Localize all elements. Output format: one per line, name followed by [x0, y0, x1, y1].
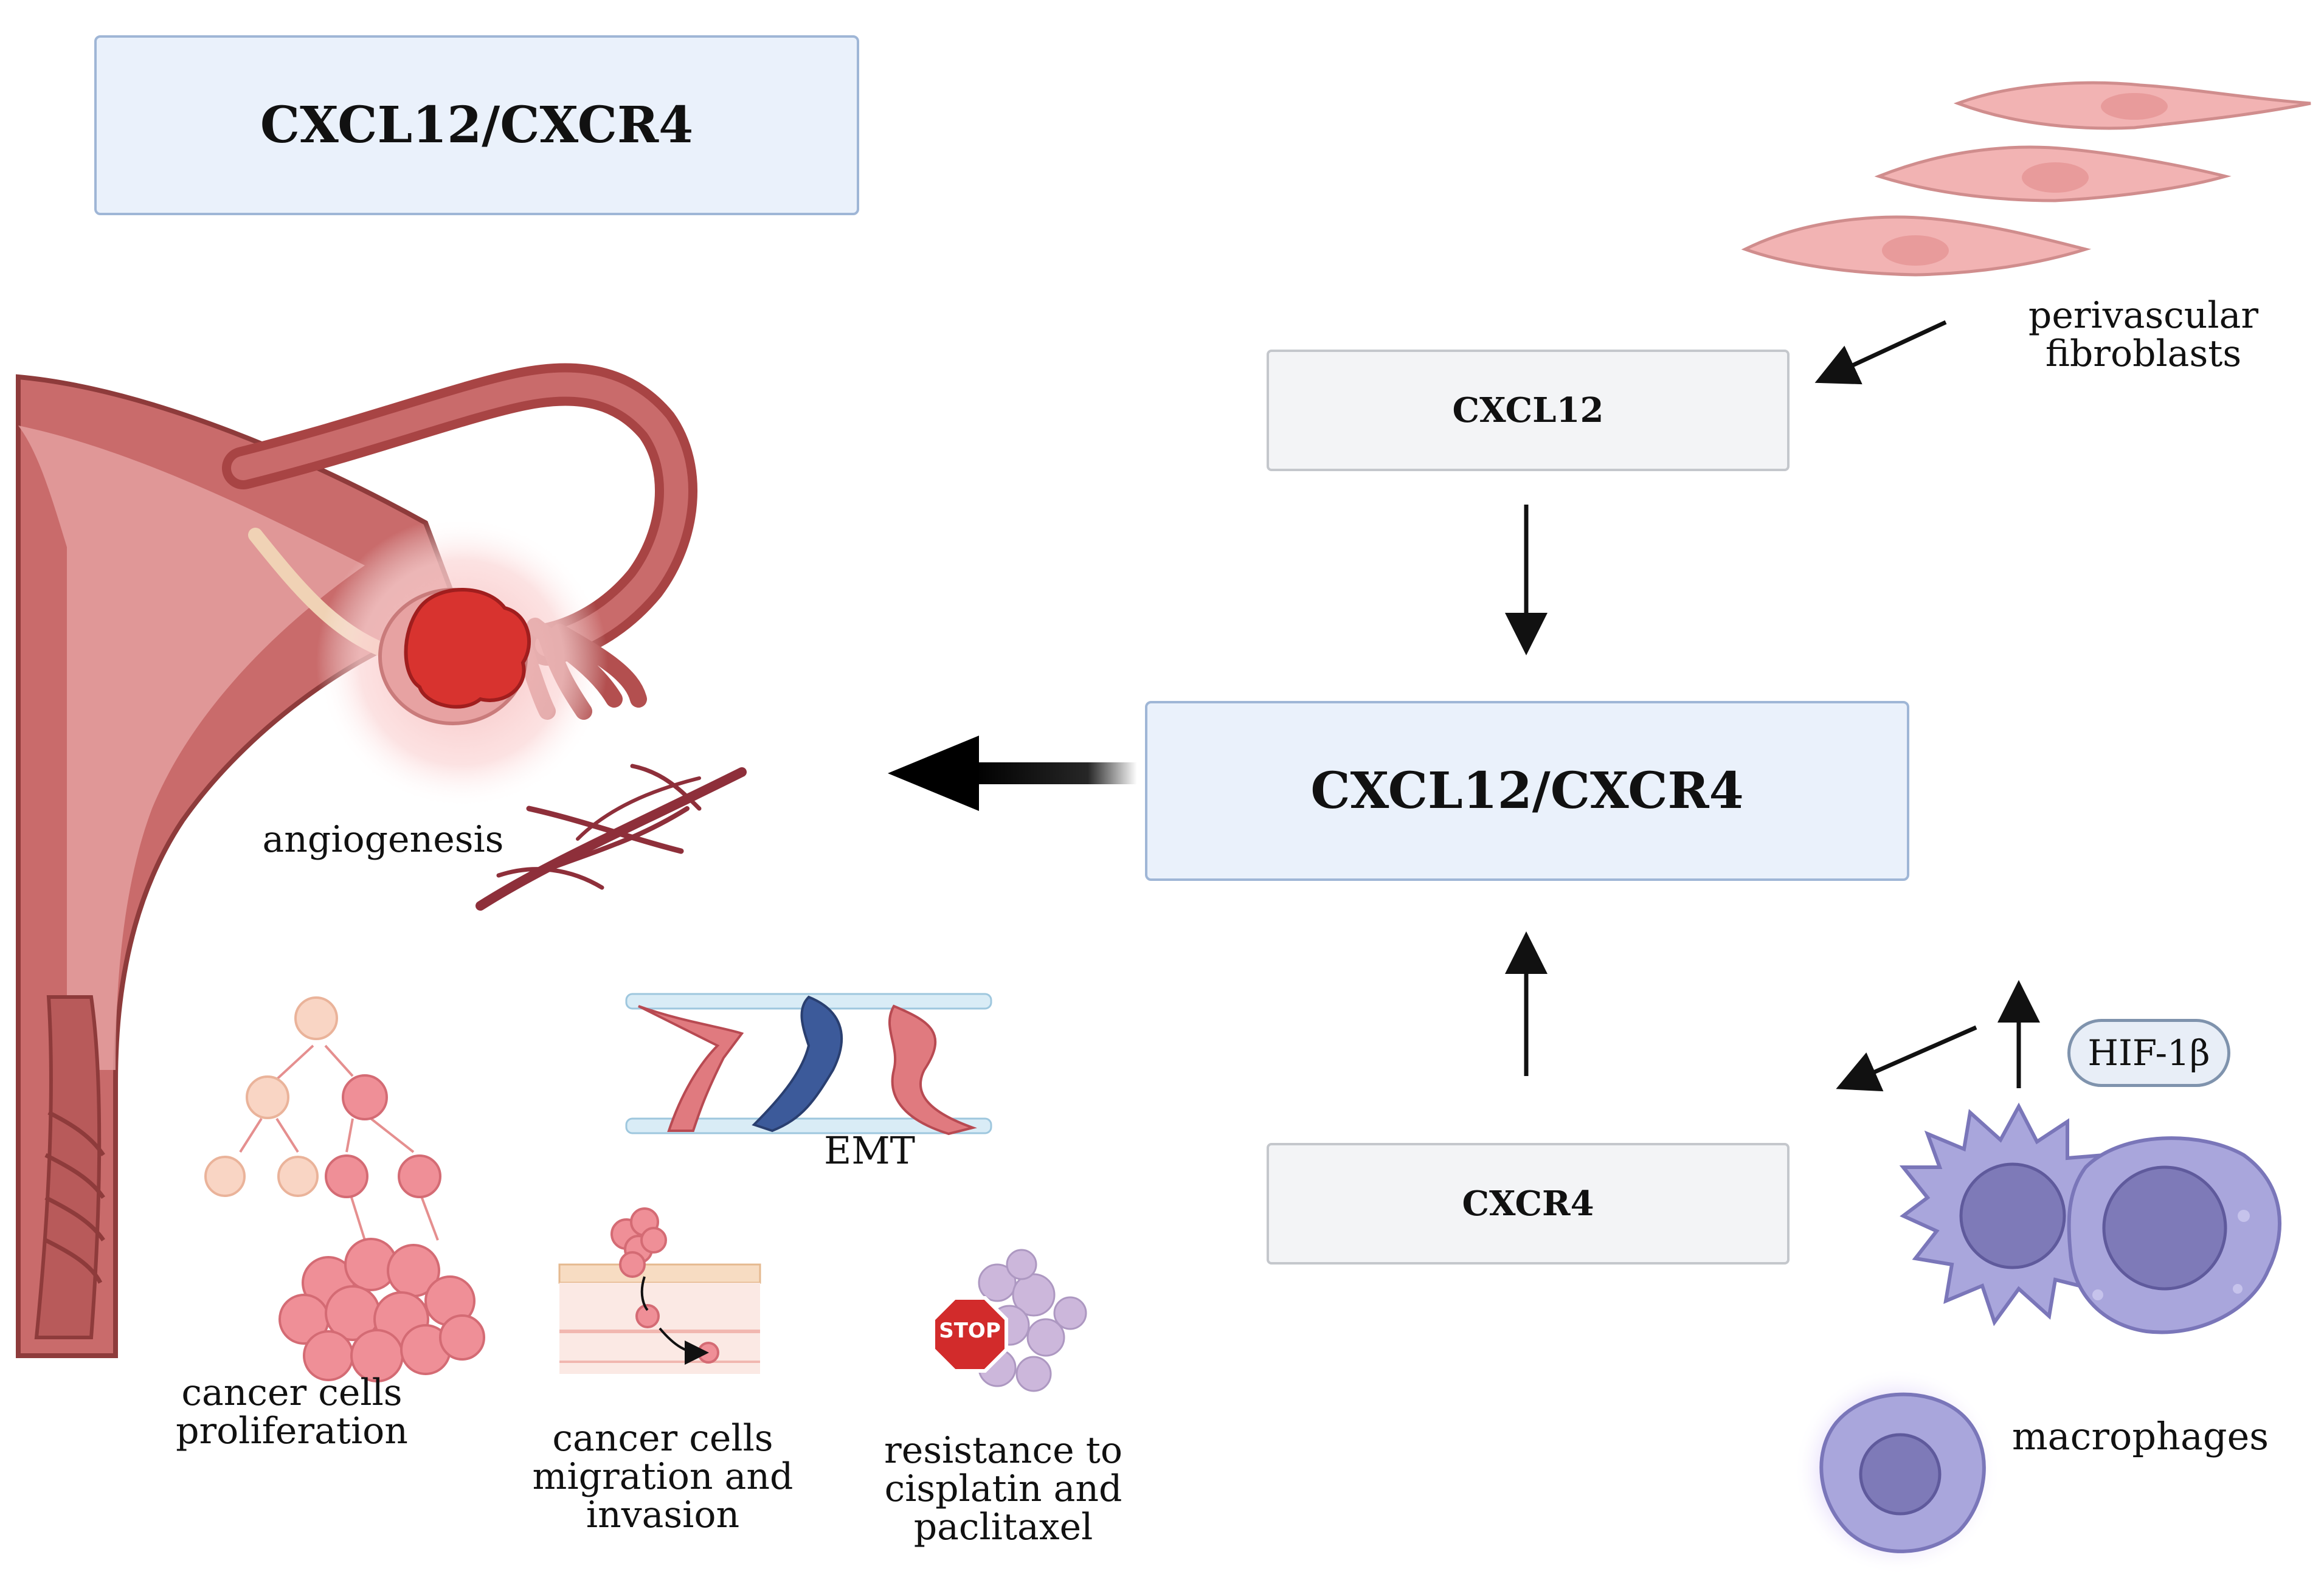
hif-1b-badge: HIF-1β [2067, 1019, 2230, 1087]
emt-label: EMT [823, 1128, 916, 1173]
fibroblasts-label: perivascular fibroblasts [2007, 297, 2280, 373]
stop-sign-text: STOP [939, 1319, 1001, 1343]
migration-label-line-3: invasion [586, 1494, 740, 1536]
uterus-illustration [16, 363, 697, 1358]
proliferation-illustration [204, 996, 485, 1382]
proliferation-label-line-1: cancer cells [181, 1371, 403, 1414]
resistance-label-line-2: cisplatin and [884, 1468, 1122, 1510]
proliferation-label-line-2: proliferation [176, 1410, 408, 1452]
migration-illustration [558, 1207, 761, 1374]
connector-arrows [1505, 320, 2040, 1092]
cxcl12-cxcr4-box: CXCL12/CXCR4 [1145, 701, 1909, 881]
cxcr4-box: CXCR4 [1267, 1143, 1790, 1265]
output-arrow [888, 736, 1137, 811]
emt-illustration [625, 993, 992, 1136]
resistance-illustration [932, 1249, 1087, 1392]
stop-sign-icon [932, 1296, 1008, 1373]
angiogenesis-label: angiogenesis [262, 818, 504, 861]
fibroblasts-illustration [1741, 81, 2311, 277]
fibroblasts-label-line-2: fibroblasts [2045, 333, 2242, 375]
migration-label: cancer cells migration and invasion [529, 1420, 797, 1534]
proliferation-label: cancer cells proliferation [155, 1374, 429, 1451]
macrophages-label: macrophages [2011, 1414, 2269, 1458]
arrow-macrophages-to-cxcr4 [1836, 1025, 1977, 1092]
migration-label-line-2: migration and [532, 1455, 794, 1498]
resistance-label-line-1: resistance to [884, 1429, 1122, 1472]
migration-label-line-1: cancer cells [552, 1417, 773, 1460]
arrow-fibroblasts-to-cxcl12 [1814, 320, 1947, 385]
ovarian-tumor [404, 588, 531, 709]
macrophages-illustration [1794, 1102, 2281, 1575]
resistance-label-line-3: paclitaxel [913, 1506, 1093, 1548]
cxcl12-box: CXCL12 [1267, 350, 1790, 471]
blood-vessels-illustration [476, 764, 747, 911]
title-box: CXCL12/CXCR4 [94, 35, 859, 215]
fibroblasts-label-line-1: perivascular [2028, 294, 2259, 337]
resistance-label: resistance to cisplatin and paclitaxel [870, 1432, 1137, 1547]
